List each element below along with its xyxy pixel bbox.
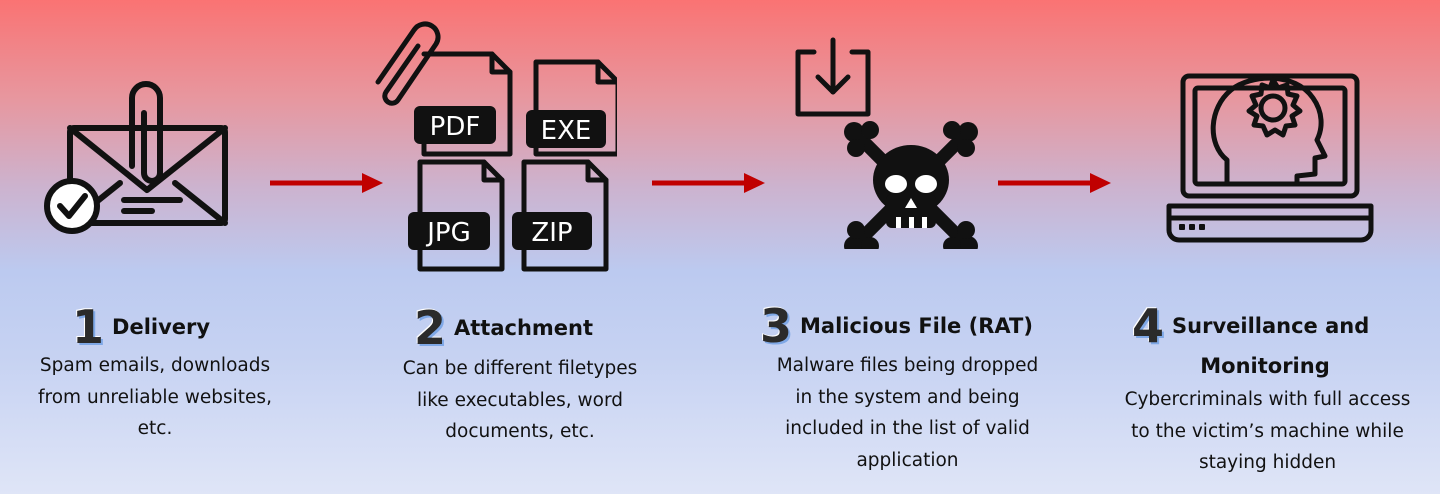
step-4-title-line1: Surveillance and: [1172, 314, 1370, 338]
step-4-description: Cybercriminals with full access to the v…: [1124, 389, 1411, 473]
file-types-icon: PDF EXE JPG ZIP: [375, 21, 617, 272]
step-3-heading: 3 Malicious File (RAT): [760, 303, 1033, 349]
step-3-description: Malware files being dropped in the syste…: [776, 355, 1039, 471]
file-label-jpg: JPG: [425, 218, 471, 248]
step-4-title-line2: Monitoring: [1200, 354, 1330, 378]
flow-arrow-2: [652, 173, 765, 193]
flow-arrow-3: [998, 173, 1111, 193]
step-4-number: 4: [1132, 299, 1165, 353]
step-1-number: 1: [72, 300, 105, 354]
step-1-title: Delivery: [112, 315, 211, 339]
step-4-heading: 4 Surveillance and: [1132, 303, 1369, 349]
laptop-head-gear-icon: [1166, 73, 1374, 243]
file-label-box-exe: [526, 110, 606, 148]
download-icon: [795, 37, 871, 117]
step-1-heading: 1 Delivery: [72, 304, 210, 350]
file-label-box-zip: [512, 212, 592, 250]
skull-crossbones-download-icon: [795, 37, 978, 249]
step-2-title: Attachment: [454, 316, 594, 340]
step-2-heading: 2 Attachment: [414, 305, 593, 351]
file-label-box-jpg: [408, 212, 490, 250]
file-label-exe: EXE: [541, 116, 592, 146]
file-label-pdf: PDF: [430, 112, 481, 142]
flow-arrow-1: [270, 173, 383, 193]
step-1-description: Spam emails, downloads from unreliable w…: [38, 355, 272, 439]
step-2-description: Can be different filetypes like executab…: [402, 358, 638, 442]
step-2-number: 2: [414, 301, 447, 355]
step-3-title: Malicious File (RAT): [800, 314, 1033, 338]
file-label-box-pdf: [414, 106, 496, 144]
envelope-paperclip-check-icon: [44, 81, 228, 234]
step-3-number: 3: [760, 299, 793, 353]
file-label-zip: ZIP: [531, 218, 572, 248]
